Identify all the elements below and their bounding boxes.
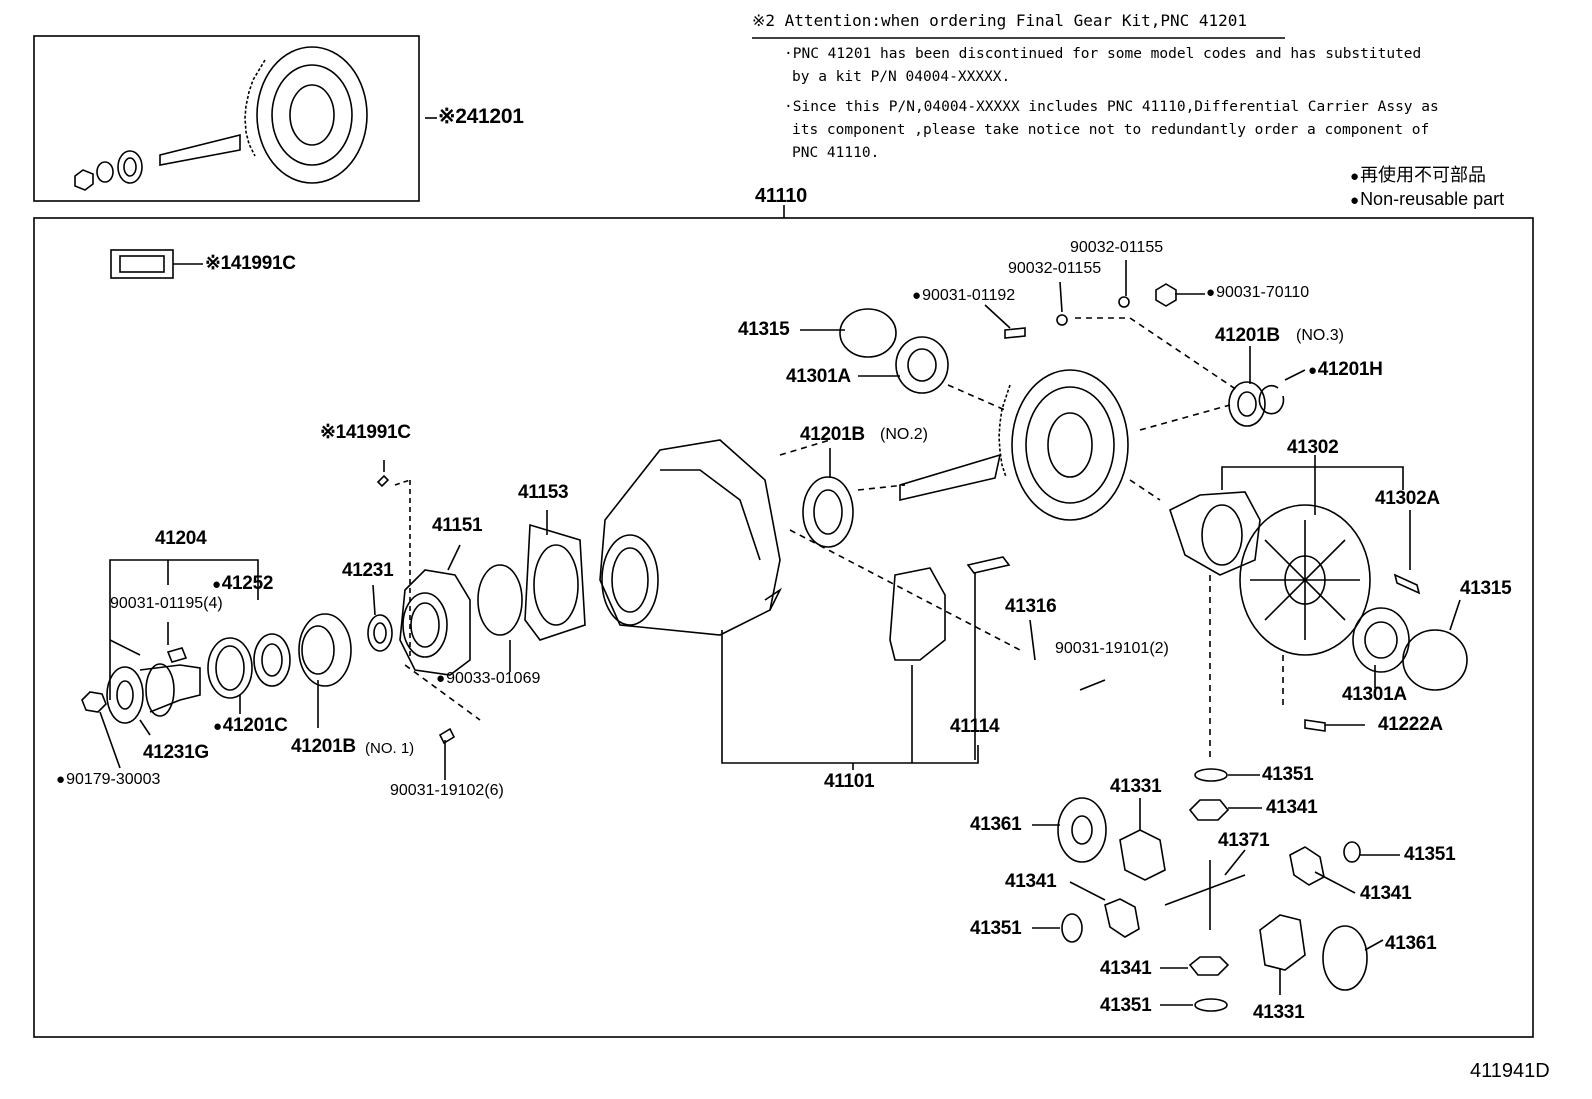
label-41110[interactable]: 41110 bbox=[755, 185, 807, 207]
leader-lines bbox=[99, 260, 1461, 1006]
label-41315-b[interactable]: 41315 bbox=[1460, 578, 1512, 599]
label-41341-d[interactable]: 41341 bbox=[1100, 958, 1152, 979]
legend-japanese: 再使用不可部品 bbox=[1350, 163, 1486, 189]
label-41231g[interactable]: 41231G bbox=[143, 742, 209, 763]
label-90032-01155-a[interactable]: 90032-01155 bbox=[1070, 239, 1164, 256]
label-41351-d[interactable]: 41351 bbox=[1100, 995, 1152, 1016]
label-90033-01069[interactable]: 90033-01069 bbox=[436, 671, 540, 687]
label-41351-a[interactable]: 41351 bbox=[1262, 764, 1314, 785]
label-41101[interactable]: 41101 bbox=[824, 771, 875, 792]
label-no3: (NO.3) bbox=[1296, 327, 1344, 344]
label-41114[interactable]: 41114 bbox=[950, 716, 1000, 737]
label-41151[interactable]: 41151 bbox=[432, 515, 483, 536]
label-41351-c[interactable]: 41351 bbox=[970, 918, 1022, 939]
label-90031-19102[interactable]: 90031-19102(6) bbox=[390, 782, 504, 799]
differential-gears bbox=[1057, 768, 1368, 1012]
assembly-guide-lines bbox=[404, 317, 1284, 760]
attention-line-2: by a kit P/N 04004-XXXXX. bbox=[792, 69, 1011, 85]
label-41231[interactable]: 41231 bbox=[342, 560, 394, 581]
label-no1: (NO. 1) bbox=[365, 740, 415, 757]
label-41371[interactable]: 41371 bbox=[1218, 830, 1270, 851]
label-90031-01195[interactable]: 90031-01195(4) bbox=[110, 595, 223, 612]
label-90031-70110[interactable]: 90031-70110 bbox=[1206, 285, 1309, 301]
final-gear-kit-frame bbox=[33, 35, 420, 202]
attention-line-1: ·PNC 41201 has been discontinued for som… bbox=[784, 46, 1422, 62]
label-41201b-no2[interactable]: 41201B bbox=[800, 424, 865, 445]
final-gear-kit-illustration bbox=[74, 46, 437, 191]
label-41302[interactable]: 41302 bbox=[1287, 437, 1339, 458]
label-41361-b[interactable]: 41361 bbox=[1385, 933, 1437, 954]
differential-carrier-housing bbox=[599, 439, 783, 636]
label-90179-30003[interactable]: 90179-30003 bbox=[56, 772, 160, 788]
legend-english: Non-reusable part bbox=[1350, 187, 1504, 213]
label-41153[interactable]: 41153 bbox=[518, 482, 569, 503]
label-41302a[interactable]: 41302A bbox=[1375, 488, 1440, 509]
attention-heading: ※2 Attention:when ordering Final Gear Ki… bbox=[752, 11, 1248, 30]
label-41991c[interactable]: ※141991C bbox=[320, 422, 411, 443]
label-41991c-boxed[interactable]: ※141991C bbox=[205, 253, 296, 274]
label-41222a[interactable]: 41222A bbox=[1378, 714, 1443, 735]
label-41201b-no3[interactable]: 41201B bbox=[1215, 325, 1280, 346]
label-41252[interactable]: 41252 bbox=[212, 574, 274, 593]
label-41361-a[interactable]: 41361 bbox=[970, 814, 1022, 835]
label-41201-kit[interactable]: ※241201 bbox=[438, 105, 524, 128]
ring-and-pinion-gear bbox=[802, 283, 1285, 548]
label-41331-b[interactable]: 41331 bbox=[1253, 1002, 1305, 1023]
label-41315-a[interactable]: 41315 bbox=[738, 319, 790, 340]
label-41301a-b[interactable]: 41301A bbox=[1342, 684, 1407, 705]
label-41204[interactable]: 41204 bbox=[155, 528, 207, 549]
label-41341-c[interactable]: 41341 bbox=[1360, 883, 1412, 904]
label-41201h[interactable]: 41201H bbox=[1308, 360, 1383, 379]
label-90031-01192[interactable]: 90031-01192 bbox=[912, 288, 1015, 304]
attention-line-3: ·Since this P/N,04004-XXXXX includes PNC… bbox=[784, 99, 1439, 115]
attention-line-5: PNC 41110. bbox=[792, 145, 880, 161]
diagram-code: 411941D bbox=[1470, 1060, 1550, 1082]
label-90031-19101[interactable]: 90031-19101(2) bbox=[1055, 640, 1169, 657]
label-41201c[interactable]: 41201C bbox=[213, 716, 288, 735]
label-no2: (NO.2) bbox=[880, 426, 928, 443]
label-90032-01155-b[interactable]: 90032-01155 bbox=[1008, 260, 1102, 277]
label-41341-a[interactable]: 41341 bbox=[1266, 797, 1318, 818]
label-41201b-no1[interactable]: 41201B bbox=[291, 736, 356, 757]
label-41331-a[interactable]: 41331 bbox=[1110, 776, 1162, 797]
label-41301a-a[interactable]: 41301A bbox=[786, 366, 851, 387]
label-41351-b[interactable]: 41351 bbox=[1404, 844, 1456, 865]
label-41316[interactable]: 41316 bbox=[1005, 596, 1057, 617]
left-pinion-components bbox=[81, 523, 586, 745]
attention-line-4: its component ,please take notice not to… bbox=[792, 122, 1430, 138]
label-41341-b[interactable]: 41341 bbox=[1005, 871, 1057, 892]
differential-case bbox=[1169, 491, 1468, 732]
